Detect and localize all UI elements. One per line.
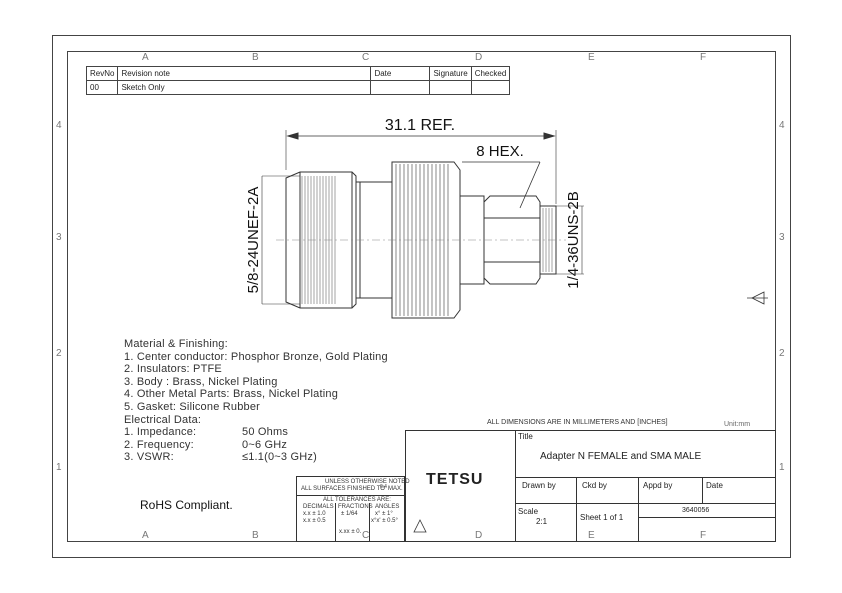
electrical-label: 2. Frequency:	[124, 438, 194, 451]
tol-angle-1: x° ± 1°	[375, 511, 393, 517]
company-name: TETSU	[426, 471, 484, 488]
zone-row-3-left: 3	[56, 232, 62, 243]
ckd-by-label: Ckd by	[582, 481, 607, 490]
tol-line1: UNLESS OTHERWISE NOTED	[325, 479, 410, 485]
zone-row-4-right: 4	[779, 120, 785, 131]
tb-divider-sign	[515, 503, 775, 504]
rev-cell-checked	[470, 80, 511, 95]
electrical-item-impedance: 1. Impedance: 50 Ohms	[124, 426, 388, 439]
tol-finish-value: 6.4	[380, 484, 387, 490]
zone-col-a-bottom: A	[142, 530, 149, 541]
tol-angle-2: x°x' ± 0.5°	[371, 518, 398, 524]
rev-cell-note: Sketch Only	[117, 80, 372, 95]
tol-line2-end: MAX.	[388, 486, 403, 492]
electrical-value: ≤1.1(0~3 GHz)	[242, 451, 317, 464]
hex-leader	[519, 161, 541, 209]
tol-fraction-1: ± 1/64	[341, 511, 358, 517]
material-item-4: 4. Other Metal Parts: Brass, Nickel Plat…	[124, 388, 339, 401]
revision-table: RevNo Revision note Date Signature Check…	[85, 66, 511, 95]
tb-col-2	[638, 477, 639, 541]
zone-col-c-top: C	[362, 52, 370, 63]
tol-divider	[297, 495, 404, 496]
electrical-heading: Electrical Data:	[124, 413, 202, 426]
scale-value: 2:1	[536, 517, 548, 526]
zone-col-d-bottom: D	[475, 530, 483, 541]
tol-decimal-3: x.xx ± 0.	[339, 529, 362, 535]
zone-row-1-right: 1	[779, 462, 785, 473]
tol-col-angles: ANGLES	[375, 504, 400, 510]
hex-label: 8 HEX.	[476, 143, 524, 160]
appd-by-label: Appd by	[643, 481, 673, 490]
zone-row-2-left: 2	[56, 348, 62, 359]
revision-row: 00 Sketch Only	[85, 80, 511, 95]
zone-row-2-right: 2	[779, 348, 785, 359]
electrical-item-vswr: 3. VSWR: ≤1.1(0~3 GHz)	[124, 451, 388, 464]
electrical-label: 1. Impedance:	[124, 426, 197, 439]
right-thread-label: 1/4-36UNS-2B	[565, 191, 582, 289]
tol-col-divider-2	[369, 503, 370, 541]
material-notes: Material & Finishing: 1. Center conducto…	[124, 338, 388, 464]
left-thread-label: 5/8-24UNEF-2A	[245, 187, 262, 294]
overall-length-label: 31.1 REF.	[385, 117, 455, 134]
title-label: Title	[518, 432, 533, 441]
bottom-center-mark	[413, 519, 427, 533]
electrical-label: 3. VSWR:	[124, 451, 174, 464]
zone-col-e-bottom: E	[588, 530, 595, 541]
tol-col-divider-1	[335, 503, 336, 541]
tol-col-decimals: DECIMALS	[303, 504, 334, 510]
sheet-outer-border	[52, 35, 791, 558]
material-item-3: 3. Body : Brass, Nickel Plating	[124, 375, 278, 388]
date-label: Date	[706, 481, 723, 490]
zone-col-e-top: E	[588, 52, 595, 63]
zone-col-a-top: A	[142, 52, 149, 63]
drawing-title: Adapter N FEMALE and SMA MALE	[540, 451, 702, 462]
dim-arrow-right	[543, 132, 556, 140]
zone-col-d-top: D	[475, 52, 483, 63]
sheet-number: Sheet 1 of 1	[580, 513, 624, 522]
zone-row-1-left: 1	[56, 462, 62, 473]
tb-divider-title	[515, 477, 775, 478]
title-block: TETSU Title Adapter N FEMALE and SMA MAL…	[405, 430, 776, 542]
unit-label: Unit:mm	[724, 421, 751, 428]
dim-arrow-left	[286, 132, 299, 140]
tol-line3: ALL TOLERANCES ARE:	[323, 497, 391, 503]
tb-divider-drawing-no	[638, 517, 775, 518]
rev-cell-signature	[429, 80, 472, 95]
tol-col-fractions: FRACTIONS	[338, 504, 373, 510]
tol-decimal-2: x.x ± 0.5	[303, 518, 326, 524]
coupling-nut-outline	[391, 161, 461, 319]
zone-col-c-bottom: C	[362, 530, 370, 541]
rev-cell-revno: 00	[85, 80, 119, 95]
notes-heading: Material & Finishing:	[124, 338, 228, 350]
electrical-item-frequency: 2. Frequency: 0~6 GHz	[124, 439, 388, 452]
zone-col-b-bottom: B	[252, 530, 259, 541]
tb-col-1	[576, 477, 577, 541]
rohs-note: RoHS Compliant.	[140, 498, 233, 512]
material-item-5: 5. Gasket: Silicone Rubber	[124, 400, 261, 413]
zone-col-f-bottom: F	[700, 530, 707, 541]
electrical-value: 50 Ohms	[242, 426, 289, 439]
sma-hex-outline	[483, 195, 541, 285]
material-item-1: 1. Center conductor: Phosphor Bronze, Go…	[124, 350, 388, 363]
tol-line2: ALL SURFACES FINISHED TO	[301, 486, 385, 492]
dimension-unit-note: ALL DIMENSIONS ARE IN MILLIMETERS AND [I…	[487, 419, 668, 426]
electrical-value: 0~6 GHz	[242, 438, 288, 451]
tb-col-3	[702, 477, 703, 503]
zone-col-f-top: F	[700, 52, 707, 63]
tol-decimal-1: x.x ± 1.0	[303, 511, 326, 517]
zone-row-3-right: 3	[779, 232, 785, 243]
drawn-by-label: Drawn by	[522, 481, 556, 490]
drawing-number: 3640056	[682, 507, 710, 514]
zone-col-b-top: B	[252, 52, 259, 63]
scale-label: Scale	[518, 507, 539, 516]
material-item-2: 2. Insulators: PTFE	[124, 363, 222, 376]
zone-row-4-left: 4	[56, 120, 62, 131]
tolerance-box: UNLESS OTHERWISE NOTED ALL SURFACES FINI…	[296, 476, 410, 542]
tb-divider-company	[515, 431, 516, 541]
